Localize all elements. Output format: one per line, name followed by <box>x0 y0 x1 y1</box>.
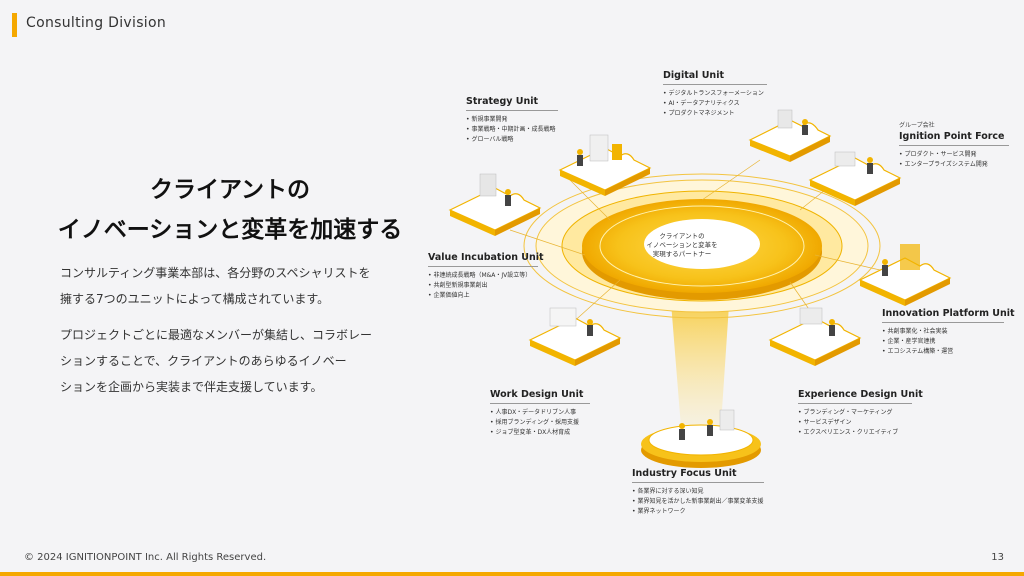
unit-ipf-pre: グループ会社 <box>899 122 935 129</box>
unit-work-item: 採用ブランディング・採用支援 <box>490 418 590 428</box>
unit-strategy-item: グローバル戦略 <box>466 135 558 145</box>
headline: クライアントの イノベーションと変革を加速する <box>40 170 420 250</box>
unit-strategy-item: 事業戦略・中期計画・成長戦略 <box>466 125 558 135</box>
unit-ipf-item: プロダクト・サービス開発 <box>899 150 1009 160</box>
unit-industry-item: 業界知見を活かした新事業創出／事業変革支援 <box>632 497 764 507</box>
paragraph-1: コンサルティング事業本部は、各分野のスペシャリストを 擁する7つのユニットによっ… <box>60 260 410 312</box>
unit-work-item: ジョブ型変革・DX人材育成 <box>490 428 590 438</box>
unit-work-name: Work Design Unit <box>490 389 590 404</box>
unit-work-design: Work Design Unit 人事DX・データドリブン人事 採用ブランディン… <box>490 389 590 438</box>
unit-strategy: Strategy Unit 新規事業開発 事業戦略・中期計画・成長戦略 グローバ… <box>466 96 558 145</box>
unit-value-item: 共創型新規事業創出 <box>428 281 538 291</box>
unit-innovation-platform: Innovation Platform Unit 共創事業化・社会実装 企業・産… <box>882 308 1015 357</box>
outer-ring <box>523 173 881 319</box>
page-number: 13 <box>991 552 1004 563</box>
center-white-ellipse <box>644 219 760 269</box>
footer-accent-bar <box>0 572 1024 576</box>
unit-value-name: Value Incubation Unit <box>428 252 544 267</box>
center-caption: クライアントの イノベーションと変革を 実現するパートナー <box>632 232 732 259</box>
unit-strategy-item: 新規事業開発 <box>466 115 558 125</box>
paragraph-1-line-2: 擁する7つのユニットによって構成されています。 <box>60 292 330 306</box>
unit-industry-name: Industry Focus Unit <box>632 468 764 483</box>
puzzle-digital <box>748 109 832 162</box>
paragraph-2-line-3: ションを企画から実装まで伴走支援しています。 <box>60 380 323 394</box>
center-line-3: 実現するパートナー <box>652 250 712 258</box>
unit-ipf: グループ会社 Ignition Point Force プロダクト・サービス開発… <box>899 120 1009 170</box>
unit-experience-item: エクスペリエンス・クリエイティブ <box>798 428 912 438</box>
unit-value-item: 企業価値向上 <box>428 291 538 301</box>
unit-work-item: 人事DX・データドリブン人事 <box>490 408 590 418</box>
unit-experience-item: サービスデザイン <box>798 418 912 428</box>
paragraph-2-line-2: ションすることで、クライアントのあらゆるイノベー <box>60 354 347 368</box>
paragraph-2-line-1: プロジェクトごとに最適なメンバーが集結し、コラボレー <box>60 328 373 342</box>
puzzle-innovation <box>858 244 952 306</box>
unit-industry-item: 各業界に対する深い知見 <box>632 487 764 497</box>
unit-experience-design: Experience Design Unit ブランディング・マーケティング サ… <box>798 389 923 438</box>
unit-ipf-name: Ignition Point Force <box>899 131 1009 146</box>
unit-digital-item: デジタルトランスフォーメーション <box>663 89 767 99</box>
unit-industry-item: 業界ネットワーク <box>632 507 764 517</box>
puzzle-experience <box>768 307 862 366</box>
puzzle-strategy <box>558 134 652 196</box>
unit-innovation-item: 企業・産学官連携 <box>882 337 1004 347</box>
unit-experience-name: Experience Design Unit <box>798 389 923 404</box>
header-accent-bar <box>12 13 17 37</box>
unit-industry-focus: Industry Focus Unit 各業界に対する深い知見 業界知見を活かし… <box>632 468 764 517</box>
unit-strategy-name: Strategy Unit <box>466 96 558 111</box>
disc-ring-line <box>599 205 805 287</box>
copyright: © 2024 IGNITIONPOINT Inc. All Rights Res… <box>24 552 267 563</box>
unit-ipf-item: エンタープライズシステム開発 <box>899 160 1009 170</box>
puzzle-value <box>448 173 542 236</box>
headline-line-2: イノベーションと変革を加速する <box>57 217 403 243</box>
unit-value-item: 非連続成長戦略（M&A・JV設立等） <box>428 271 538 281</box>
paragraph-1-line-1: コンサルティング事業本部は、各分野のスペシャリストを <box>60 266 371 280</box>
center-line-2: イノベーションと変革を <box>646 241 718 249</box>
unit-value-incubation: Value Incubation Unit 非連続成長戦略（M&A・JV設立等）… <box>428 252 544 301</box>
unit-digital-name: Digital Unit <box>663 70 767 85</box>
units-diagram <box>448 109 952 468</box>
unit-innovation-item: エコシステム構築・運営 <box>882 347 1004 357</box>
unit-digital-item: AI・データアナリティクス <box>663 99 767 109</box>
center-line-1: クライアントの <box>659 232 705 240</box>
unit-innovation-name: Innovation Platform Unit <box>882 308 1015 323</box>
unit-innovation-item: 共創事業化・社会実装 <box>882 327 1004 337</box>
headline-line-1: クライアントの <box>149 177 311 203</box>
header-title: Consulting Division <box>26 15 167 31</box>
industry-platform <box>641 409 761 468</box>
puzzle-ipf <box>808 151 902 206</box>
light-beam <box>670 290 730 440</box>
unit-digital-item: プロダクトマネジメント <box>663 109 767 119</box>
unit-digital: Digital Unit デジタルトランスフォーメーション AI・データアナリテ… <box>663 70 767 119</box>
puzzle-work <box>528 307 622 366</box>
unit-experience-item: ブランディング・マーケティング <box>798 408 912 418</box>
paragraph-2: プロジェクトごとに最適なメンバーが集結し、コラボレー ションすることで、クライア… <box>60 322 410 400</box>
